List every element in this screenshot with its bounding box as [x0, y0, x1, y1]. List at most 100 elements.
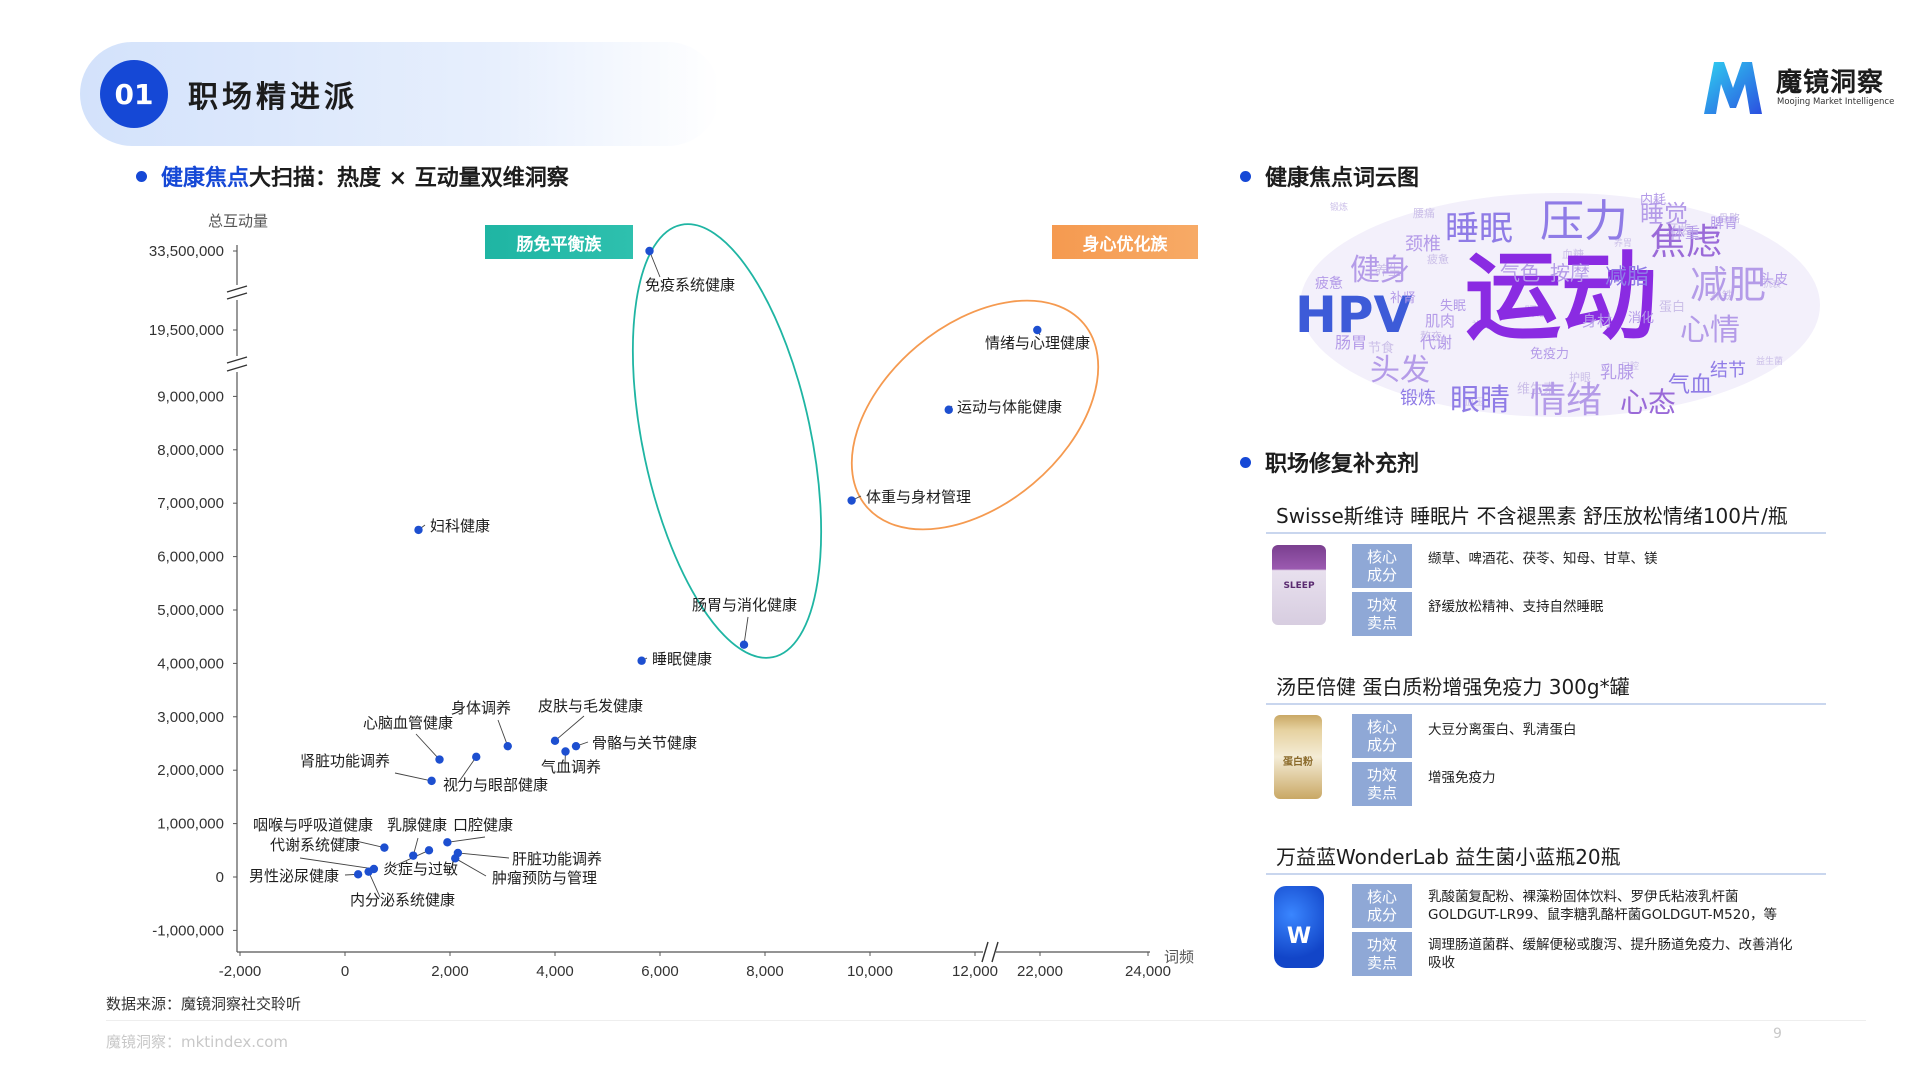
wordcloud-section-title: 健康焦点词云图: [1240, 160, 1419, 192]
wordcloud-word: 脾胃: [1710, 216, 1738, 232]
product-image-text: W: [1286, 924, 1312, 949]
wordcloud-word: 压力: [1540, 196, 1628, 247]
data-point: [571, 741, 581, 751]
data-point: [1033, 325, 1042, 335]
data-label: 口腔健康: [453, 816, 513, 834]
y-tick-label: 19,500,000: [149, 322, 224, 339]
wordcloud-filler: 补铁: [1711, 289, 1733, 302]
wordcloud-filler: 养胃: [1614, 237, 1632, 249]
wordcloud-filler: 血压: [1465, 396, 1483, 408]
data-label: 男性泌尿健康: [249, 867, 339, 885]
y-tick-label: 1,000,000: [157, 816, 224, 833]
wordcloud-filler: 肝脏: [1524, 305, 1550, 320]
wordcloud-filler: 牙齿: [1666, 223, 1692, 238]
wordcloud-word: 肠胃: [1335, 333, 1367, 352]
word-cloud: 锻炼疲惫肝脏口腔骨骼养生补钙护眼牙齿抗衰熬夜维生素养胃补铁节食血压血糖蛋白益生菌…: [1295, 192, 1820, 421]
data-point: [435, 755, 444, 764]
x-tick-label: 24,000: [1125, 963, 1171, 980]
wordcloud-word: 健身: [1350, 253, 1410, 288]
y-tick-label: -1,000,000: [152, 922, 224, 939]
wordcloud-filler: 熬夜: [1420, 329, 1442, 343]
moojing-logo-icon: [1704, 62, 1762, 114]
product-benefits: 调理肠道菌群、缓解便秘或腹泻、提升肠道免疫力、改善消化吸收: [1428, 937, 1793, 971]
x-tick-label: 0: [341, 963, 349, 980]
wordcloud-word: HPV: [1295, 286, 1412, 344]
product-image-by-health: 蛋白粉: [1274, 715, 1322, 799]
product-divider: [1266, 532, 1826, 534]
ingredients-badge: 核心 成分: [1352, 714, 1412, 758]
product-divider: [1266, 873, 1826, 875]
y-axis-break: [226, 356, 248, 364]
data-label: 体重与身材管理: [866, 488, 971, 506]
data-point: [427, 776, 436, 786]
data-point: [739, 640, 749, 649]
wordcloud-filler: 蛋白: [1659, 299, 1685, 315]
leader-line: [743, 616, 749, 645]
y-axis-break: [226, 285, 248, 293]
ellipse-gut-immune: [631, 223, 823, 659]
data-point: [550, 736, 560, 746]
x-tick-label: 10,000: [847, 963, 893, 980]
wordcloud-word: 体重: [1670, 224, 1700, 242]
bullet-dot: [1240, 170, 1251, 182]
page-number: 9: [1773, 1026, 1782, 1042]
data-label: 妇科健康: [430, 517, 490, 535]
wordcloud-word: 按摩: [1550, 261, 1590, 285]
product-divider: [1266, 703, 1826, 705]
benefits-badge: 功效 卖点: [1352, 762, 1412, 806]
y-tick-label: 3,000,000: [157, 709, 224, 726]
wordcloud-word: 补肾: [1390, 291, 1416, 306]
wordcloud-word: 气血: [1668, 373, 1712, 398]
wordcloud-word: 代谢: [1420, 333, 1452, 352]
wordcloud-word: 身材: [1582, 312, 1612, 330]
wordcloud-word: 颈椎: [1405, 234, 1441, 255]
data-labels: 免疫系统健康情绪与心理健康运动与体能健康体重与身材管理妇科健康肠胃与消化健康睡眠…: [249, 276, 1090, 909]
wordcloud-word: 头发: [1370, 353, 1430, 388]
leader-line: [299, 857, 374, 870]
data-label: 心脑血管健康: [363, 714, 453, 732]
data-label: 代谢系统健康: [270, 836, 360, 854]
wordcloud-word: 免疫力: [1530, 346, 1569, 362]
wordcloud-word: 减肥: [1690, 263, 1766, 307]
supplements-title: 职场修复补充剂: [1265, 452, 1420, 477]
wordcloud-filler: 血糖: [1562, 247, 1584, 261]
product-ingredients: 乳酸菌复配粉、裸藻粉固体饮料、罗伊氏粘液乳杆菌GOLDGUT-LR99、鼠李糖乳…: [1428, 889, 1777, 923]
wordcloud-title: 健康焦点词云图: [1265, 166, 1420, 191]
product-image-wonderlab: W: [1274, 886, 1324, 968]
label-leader-lines: [299, 250, 1041, 898]
leader-line: [457, 756, 477, 784]
wordcloud-word: 睡眠: [1445, 209, 1513, 249]
product-ingredients: 大豆分离蛋白、乳清蛋白: [1428, 722, 1577, 738]
data-label: 视力与眼部健康: [443, 776, 548, 794]
y-tick-label: 4,000,000: [157, 655, 224, 672]
leader-line: [554, 715, 585, 742]
wordcloud-word: 运动: [1465, 241, 1657, 353]
benefits-badge: 功效 卖点: [1352, 932, 1412, 976]
data-point: [645, 246, 654, 256]
y-axis-break: [226, 364, 248, 372]
x-tick-label: 6,000: [641, 963, 679, 980]
x-tick-label: -2,000: [219, 963, 262, 980]
y-tick-label: 5,000,000: [157, 602, 224, 619]
ingredients-badge: 核心 成分: [1352, 884, 1412, 928]
x-tick-label: 22,000: [1017, 963, 1063, 980]
leader-line: [389, 849, 430, 869]
wordcloud-word: 失眠: [1440, 299, 1466, 314]
y-tick-label: 8,000,000: [157, 442, 224, 459]
chart-section-title: 健康焦点大扫描：热度 × 互动量双维洞察: [136, 160, 569, 192]
data-point: [944, 405, 953, 414]
data-point: [637, 656, 646, 665]
bullet-dot: [136, 170, 147, 182]
y-tick-label: 0: [216, 869, 224, 886]
leader-line: [457, 852, 510, 859]
data-point: [364, 867, 373, 876]
data-label: 肾脏功能调养: [300, 752, 390, 770]
data-point: [353, 870, 363, 879]
wordcloud-word: 心情: [1680, 313, 1740, 348]
data-point: [380, 843, 389, 852]
data-point: [451, 854, 460, 863]
footer-site: 魔镜洞察：mktindex.com: [106, 1033, 289, 1051]
data-points: [353, 246, 1042, 879]
wordcloud-word: 睡觉: [1640, 200, 1688, 228]
group-tag-mind-body: 身心优化族: [1052, 225, 1198, 259]
